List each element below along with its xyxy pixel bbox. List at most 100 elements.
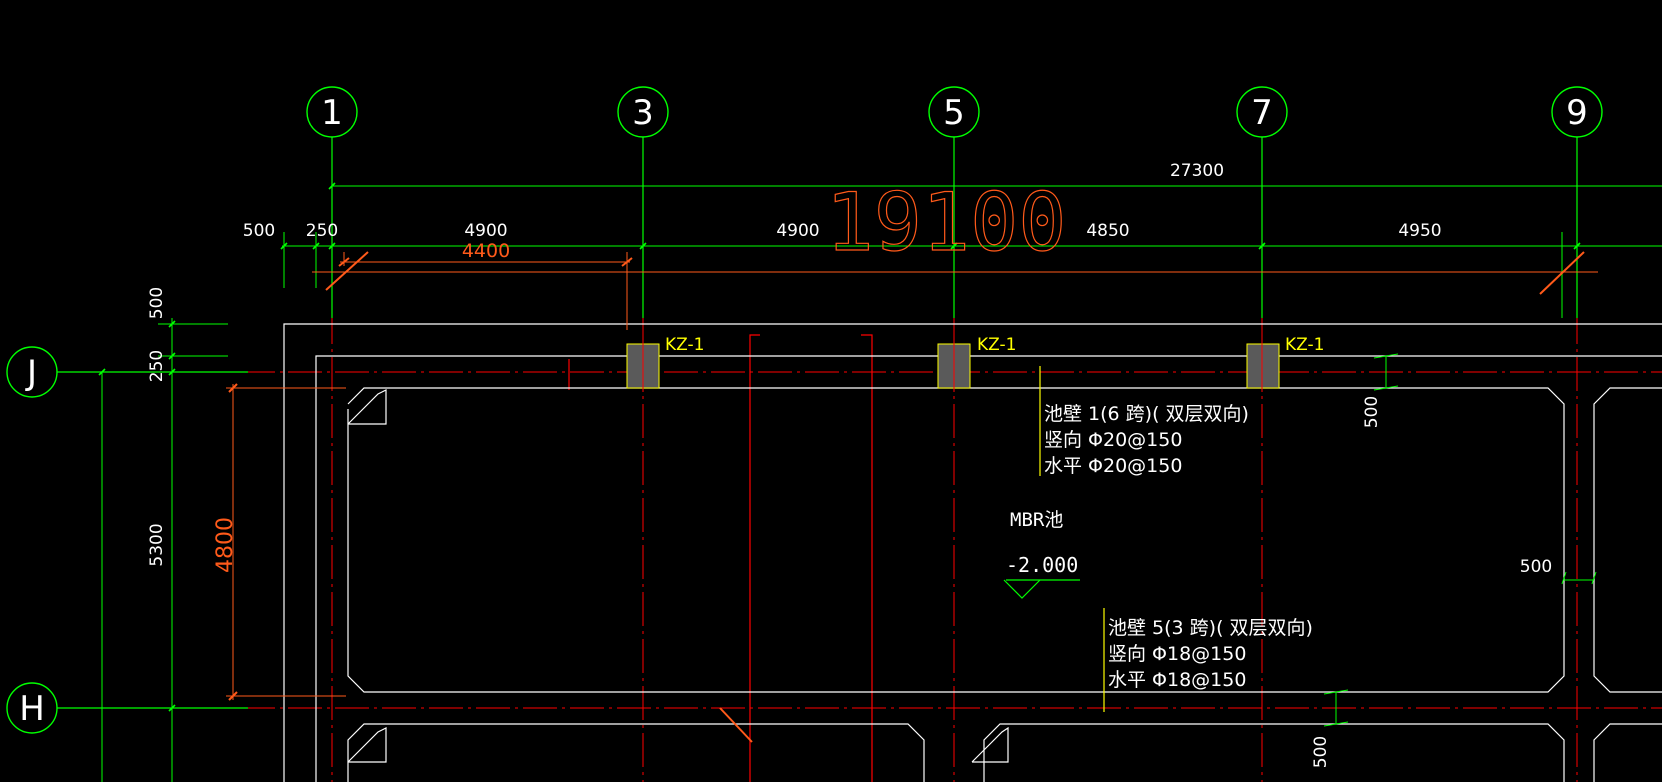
axis-label-3: 3 — [632, 93, 654, 133]
elevation-triangle — [1003, 579, 1041, 599]
axis-bubble-9[interactable] — [1551, 86, 1603, 138]
orange-tick-long-left — [325, 251, 369, 291]
dim-text-span-4850: 4850 — [1086, 221, 1129, 241]
section-marker-left — [749, 334, 760, 782]
axis-lines — [57, 137, 1578, 709]
wall1-note-title: 池壁 1(6 跨)( 双层双向) — [1044, 403, 1249, 425]
tick-left-h-inner — [168, 704, 176, 712]
axis-label-h: H — [19, 689, 45, 729]
orange-tick-4800-top — [228, 383, 238, 393]
top-dim-ticks — [280, 182, 1581, 250]
tick-left-j-inner — [168, 368, 176, 376]
left-dimension-lines — [101, 318, 228, 782]
axis-bubble-7[interactable] — [1236, 86, 1288, 138]
bottom-left-wall — [347, 723, 925, 782]
axis-label-5: 5 — [943, 93, 965, 133]
orange-dimension-texts: 4400 4800 — [213, 240, 510, 573]
outer-wall-line — [283, 323, 1662, 782]
axis-bubble-1[interactable] — [306, 86, 358, 138]
wall-dim-mid-tick-b — [1591, 571, 1597, 585]
axis-label-1: 1 — [321, 93, 343, 133]
column-kz1-axis-7[interactable] — [1246, 343, 1280, 389]
tick-left-356 — [168, 352, 176, 360]
tick-span-g — [1573, 242, 1581, 250]
tick-span-e — [950, 242, 958, 250]
tick-left-324 — [168, 320, 176, 328]
axis-bubble-j[interactable] — [6, 346, 58, 398]
dim-text-span-4900a: 4900 — [464, 221, 507, 241]
wall-dim-upper-tick-b — [1373, 385, 1399, 391]
wall-dim-text-upper: 500 — [1362, 396, 1382, 428]
room-name: MBR池 — [1010, 509, 1063, 531]
axis-bubbles — [6, 86, 1603, 734]
wall-dim-text-bottom: 500 — [1311, 736, 1331, 768]
orange-dim-ticks — [228, 251, 1585, 743]
wall-note-leaders — [1039, 366, 1105, 712]
section-marker-right — [861, 334, 873, 782]
wall-dim-bottom-tick-b — [1323, 721, 1349, 727]
axis-label-7: 7 — [1251, 93, 1273, 133]
axis-label-9: 9 — [1566, 93, 1588, 133]
wall-dim-text-mid: 500 — [1520, 557, 1552, 577]
wall1-note-vertical: 竖向 Φ20@150 — [1044, 429, 1182, 451]
dim-text-overall: 27300 — [1170, 161, 1224, 181]
wall1-note-horizontal: 水平 Φ20@150 — [1044, 455, 1182, 477]
right-chamber-outline — [1593, 387, 1662, 693]
axis-bubble-h[interactable] — [6, 682, 58, 734]
axis-bubble-3[interactable] — [617, 86, 669, 138]
bottom-mid-wall — [983, 723, 1565, 782]
tick-left-j-outer — [98, 368, 106, 376]
dim-text-span-250: 250 — [306, 221, 338, 241]
section-markers — [568, 334, 873, 782]
column-label-2: KZ-1 — [977, 335, 1016, 355]
left-dimension-texts: 500 250 5300 — [147, 287, 167, 567]
dim-text-span-4900b: 4900 — [776, 221, 819, 241]
tick-span-f — [1258, 242, 1266, 250]
top-dimension-lines — [282, 185, 1662, 318]
dim-text-left-5300: 5300 — [147, 523, 167, 566]
axis-bubble-5[interactable] — [928, 86, 980, 138]
tick-span-b — [312, 242, 320, 250]
column-label-3: KZ-1 — [1285, 335, 1324, 355]
wall-dim-bottom-tick-a — [1323, 689, 1349, 695]
orange-text-19100: 19100 — [826, 176, 1067, 269]
wall-notes: 池壁 1(6 跨)( 双层双向) 竖向 Φ20@150 水平 Φ20@150 池… — [1044, 403, 1313, 691]
column-labels: KZ-1 KZ-1 KZ-1 — [665, 335, 1324, 355]
column-crosshairs — [642, 340, 1263, 392]
dim-text-left-250: 250 — [147, 350, 167, 382]
haunch-bottom-mid — [971, 726, 1009, 763]
wall-dim-upper-tick-a — [1373, 353, 1399, 359]
wall-dim-mid-tick-a — [1561, 571, 1567, 585]
orange-text-4800: 4800 — [213, 517, 238, 573]
bottom-right-wall — [1593, 723, 1662, 782]
tick-span-a — [280, 242, 288, 250]
elevation-symbol — [1003, 579, 1080, 599]
orange-tick-4400-left — [338, 257, 350, 267]
orange-tick-bottom-mid — [719, 707, 753, 743]
column-label-1: KZ-1 — [665, 335, 704, 355]
dim-text-span-4950: 4950 — [1398, 221, 1441, 241]
left-dim-ticks — [98, 320, 176, 712]
pool-walls — [283, 323, 1662, 782]
orange-tick-4800-bottom — [228, 691, 238, 701]
top-dimension-texts: 27300 500 250 4900 4900 4850 4950 — [243, 161, 1442, 241]
tick-span-d — [639, 242, 647, 250]
outer-wall-inner-line — [315, 355, 1662, 782]
orange-dimension-lines — [226, 252, 1598, 700]
room-elevation: -2.000 — [1006, 553, 1078, 577]
tick-overall-1 — [328, 182, 336, 190]
dim-text-left-500: 500 — [147, 287, 167, 319]
orange-text-4400: 4400 — [462, 240, 510, 262]
wall-thickness-texts: 500 500 500 — [1311, 396, 1552, 768]
inner-chamber-outline — [347, 387, 1565, 693]
axis-label-j: J — [25, 353, 37, 393]
axis-labels: 1 3 5 7 9 J H — [19, 93, 1588, 729]
wall5-note-vertical: 竖向 Φ18@150 — [1108, 643, 1246, 665]
wall-thickness-dims — [1323, 353, 1597, 727]
haunch-top-left — [347, 389, 387, 425]
wall5-note-horizontal: 水平 Φ18@150 — [1108, 669, 1246, 691]
wall5-note-title: 池壁 5(3 跨)( 双层双向) — [1108, 617, 1313, 639]
tick-span-c — [328, 242, 336, 250]
